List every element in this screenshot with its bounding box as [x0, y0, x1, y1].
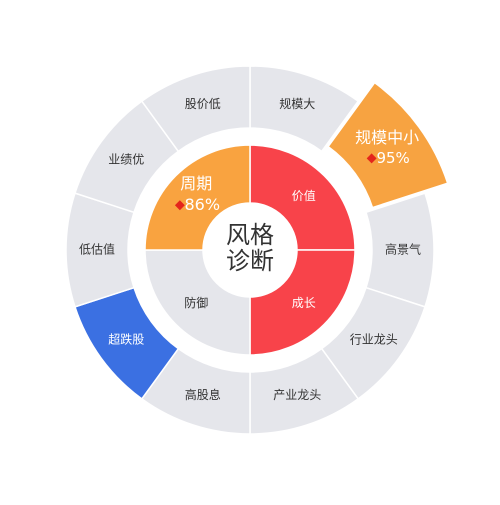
- outer-segment-0: [249, 65, 360, 153]
- inner-segment-3-value-text: 86%: [184, 195, 220, 214]
- inner-segment-2-label: 防御: [184, 295, 208, 310]
- outer-segment-1-value-text: 95%: [376, 149, 409, 167]
- outer-segment-9-label: 股价低: [185, 97, 221, 111]
- outer-segment-1-marker: [366, 153, 377, 164]
- inner-segment-3: [144, 144, 251, 251]
- inner-segment-3-value: 86%: [174, 195, 220, 214]
- outer-segment-4-label: 产业龙头: [273, 388, 321, 402]
- outer-segment-8-label: 业绩优: [108, 153, 144, 167]
- outer-segment-6-label: 超跌股: [108, 331, 144, 346]
- outer-segment-1-label: 规模中小: [355, 128, 419, 147]
- outer-segment-1: [327, 81, 449, 209]
- inner-segment-3-label: 周期: [180, 174, 212, 193]
- inner-segment-3-marker: [174, 200, 185, 211]
- outer-segment-1-value: 95%: [366, 149, 410, 167]
- inner-segment-0-label: 价值: [292, 188, 316, 203]
- inner-segment-2: [144, 249, 251, 356]
- inner-segment-1: [249, 249, 356, 356]
- outer-segment-3-label: 行业龙头: [350, 332, 398, 346]
- chart-title-line-1: 风格: [226, 221, 274, 249]
- outer-segment-5-label: 高股息: [185, 387, 221, 402]
- inner-segment-1-label: 成长: [292, 296, 316, 310]
- outer-segment-9: [140, 65, 251, 153]
- outer-segment-2-label: 高景气: [385, 242, 421, 257]
- outer-segment-0-label: 规模大: [279, 96, 315, 111]
- inner-segment-0: [249, 144, 356, 251]
- chart-title-line-2: 诊断: [226, 247, 274, 275]
- chart-title: 风格 诊断: [200, 222, 300, 274]
- outer-segment-7-label: 低估值: [79, 242, 115, 257]
